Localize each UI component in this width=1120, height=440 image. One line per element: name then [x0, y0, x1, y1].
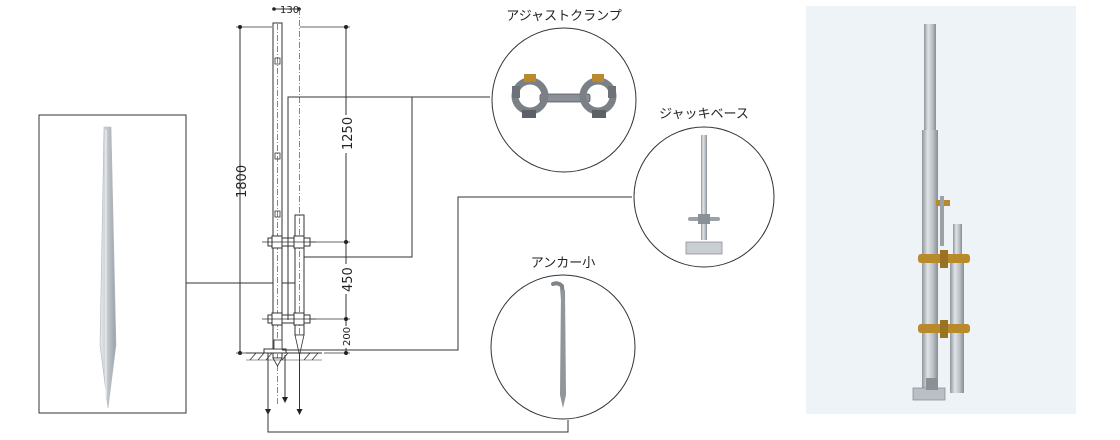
clamp-lower [262, 312, 316, 326]
label-jack-base: ジャッキベース [659, 107, 749, 122]
product-photo [806, 6, 1076, 414]
dim-total-height: 1800 [235, 165, 250, 198]
label-adjust-clamp: アジャストクランプ [506, 9, 621, 24]
technical-drawing: 130 [235, 5, 632, 433]
dim-upper-segment: 1250 [341, 117, 356, 150]
jack-base-drawing [263, 339, 287, 354]
label-anchor-small: アンカー小 [531, 256, 595, 271]
dim-lower-segment: 200 [342, 327, 353, 346]
clamp-upper [262, 235, 316, 249]
photo-clamp-lower [918, 320, 970, 338]
jack-base-image [685, 135, 723, 255]
callout-jack-base: ジャッキベース [633, 107, 775, 268]
ground-line [246, 352, 322, 361]
photo-tall-pole-upper [924, 24, 936, 132]
clamp-image [511, 74, 617, 118]
dim-middle-segment: 450 [341, 267, 356, 292]
leader-line-jack-base [282, 196, 632, 351]
callout-adjust-clamp: アジャストクランプ [491, 9, 637, 173]
dim-right-chain: 1250 450 200 [300, 25, 356, 355]
callout-anchor-small: アンカー小 [490, 256, 636, 420]
leader-line-anchor [267, 408, 569, 433]
anchor-image [551, 281, 566, 408]
leader-line-clamp-lower [304, 97, 413, 258]
photo-clamp-upper [918, 250, 970, 268]
dim-total-height-group: 1800 [235, 25, 272, 355]
stake-detail-photo [38, 114, 187, 414]
dim-top-width: 130 [280, 5, 299, 16]
leader-line-clamp-upper [287, 96, 490, 320]
